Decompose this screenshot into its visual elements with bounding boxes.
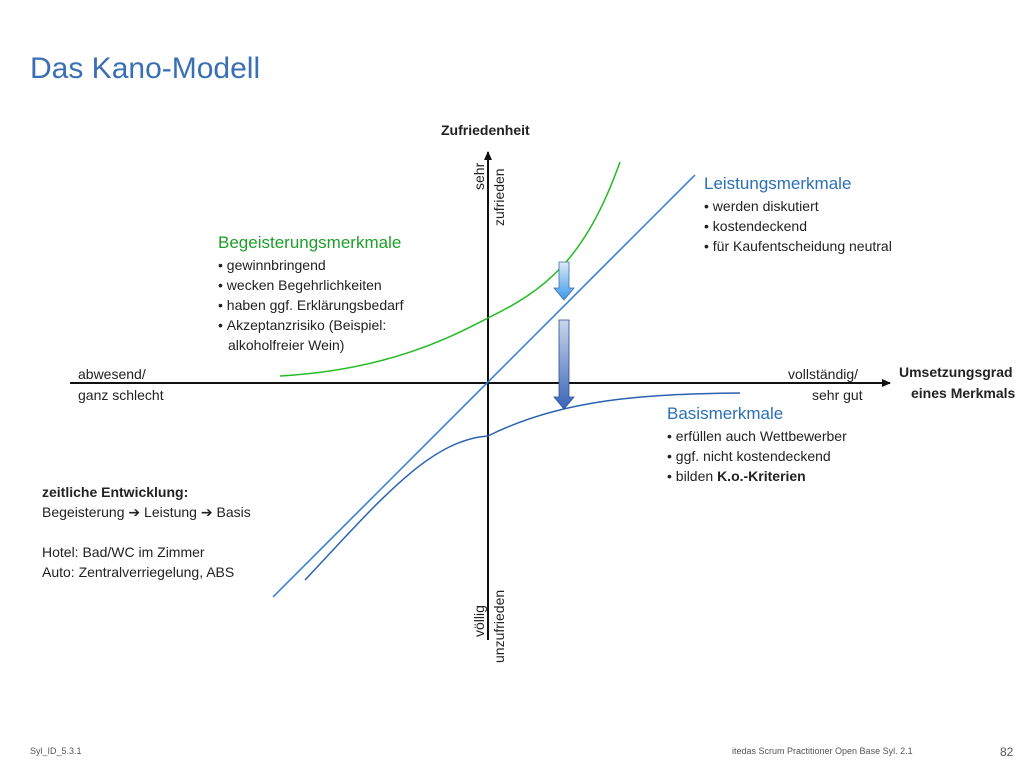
- timeline-step-2: Leistung: [144, 504, 197, 520]
- x-axis-left-line1: abwesend/: [78, 366, 146, 382]
- x-axis-right-line1: vollständig/: [788, 366, 859, 382]
- basis-list: erfüllen auch Wettbewerber ggf. nicht ko…: [667, 426, 847, 486]
- y-bottom-line2: unzufrieden: [491, 589, 507, 663]
- page-number: 82: [1000, 745, 1014, 759]
- shift-arrow-upper: [553, 261, 575, 301]
- x-axis-title-line1: Umsetzungsgrad: [899, 364, 1013, 380]
- y-top-line2: zufrieden: [491, 168, 507, 226]
- x-axis-title-line2: eines Merkmals: [911, 385, 1016, 401]
- basis-block: Basismerkmale erfüllen auch Wettbewerber…: [667, 404, 847, 486]
- timeline-example-1: Hotel: Bad/WC im Zimmer: [42, 544, 205, 560]
- list-item: erfüllen auch Wettbewerber: [667, 426, 847, 446]
- list-item: kostendeckend: [704, 216, 892, 236]
- page-title: Das Kano-Modell: [30, 52, 261, 85]
- y-bottom-line1: völlig: [471, 605, 487, 637]
- list-item: wecken Begehrlichkeiten: [218, 275, 403, 295]
- basis-title: Basismerkmale: [667, 404, 784, 423]
- y-axis-bottom-label: völlig unzufrieden: [470, 590, 507, 663]
- leistung-list: werden diskutiert kostendeckend für Kauf…: [704, 196, 892, 256]
- footer-left: Syl_ID_5.3.1: [30, 746, 82, 756]
- begeisterung-block: Begeisterungsmerkmale gewinnbringend wec…: [218, 233, 403, 355]
- right-arrow-icon: ➔: [128, 504, 141, 520]
- timeline-step-3: Basis: [216, 504, 251, 520]
- timeline-step-1: Begeisterung: [42, 504, 125, 520]
- list-item: haben ggf. Erklärungsbedarf: [218, 295, 404, 315]
- shift-arrow-lower: [553, 319, 575, 410]
- list-item: für Kaufentscheidung neutral: [704, 236, 892, 256]
- y-axis-top-label: sehr zufrieden: [470, 162, 507, 226]
- basis-curve: [304, 392, 741, 581]
- timeline-example-2: Auto: Zentralverriegelung, ABS: [42, 564, 235, 580]
- begeisterung-curve: [279, 161, 621, 377]
- y-axis-title: Zufriedenheit: [441, 122, 530, 138]
- list-item: Akzeptanzrisiko (Beispiel:: [218, 315, 403, 335]
- footer-center: itedas Scrum Practitioner Open Base Syl.…: [732, 746, 913, 756]
- basis-bullet3-bold: K.o.-Kriterien: [717, 468, 806, 484]
- timeline-heading: zeitliche Entwicklung:: [42, 484, 189, 500]
- x-axis-right-line2: sehr gut: [812, 387, 863, 403]
- x-axis-left-line2: ganz schlecht: [78, 387, 164, 403]
- y-top-line1: sehr: [471, 162, 487, 190]
- begeisterung-list: gewinnbringend wecken Begehrlichkeiten h…: [218, 255, 404, 335]
- begeisterung-bullet-continuation: alkoholfreier Wein): [228, 337, 345, 353]
- list-item: bilden K.o.-Kriterien: [667, 466, 847, 486]
- leistung-line: [272, 174, 696, 598]
- leistung-block: Leistungsmerkmale werden diskutiert kost…: [704, 174, 892, 256]
- list-item: werden diskutiert: [704, 196, 892, 216]
- list-item: gewinnbringend: [218, 255, 403, 275]
- basis-bullet3-prefix: bilden: [675, 468, 718, 484]
- list-item: ggf. nicht kostendeckend: [667, 446, 847, 466]
- begeisterung-title: Begeisterungsmerkmale: [218, 233, 402, 252]
- timeline-steps: Begeisterung ➔ Leistung ➔ Basis: [42, 502, 251, 522]
- right-arrow-icon: ➔: [200, 504, 213, 520]
- leistung-title: Leistungsmerkmale: [704, 174, 852, 193]
- timeline-block: zeitliche Entwicklung: Begeisterung ➔ Le…: [42, 482, 251, 582]
